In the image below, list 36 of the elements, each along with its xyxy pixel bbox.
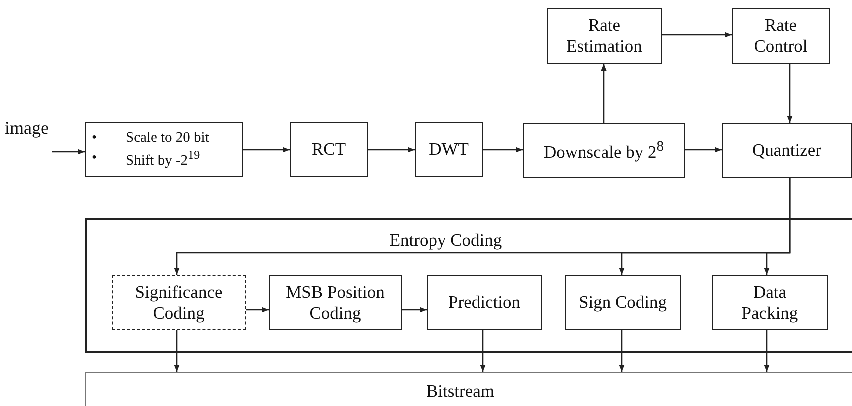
group-title: Entropy Coding (390, 230, 502, 251)
process-box: Rate Estimation (547, 8, 662, 64)
process-box: DWT (415, 122, 483, 177)
arrow (483, 147, 523, 153)
process-box (85, 122, 243, 177)
arrow (787, 64, 793, 123)
dashed-process-box: Significance Coding (112, 275, 246, 330)
group-box (85, 218, 852, 353)
process-box: RCT (290, 122, 368, 177)
arrow (368, 147, 415, 153)
arrow (402, 307, 427, 313)
arrow (764, 178, 791, 275)
arrow (480, 330, 486, 372)
arrow (243, 147, 290, 153)
bullet-text: Scale to 20 bit (126, 129, 210, 148)
arrow (601, 64, 607, 123)
process-box: MSB Position Coding (269, 275, 402, 330)
bullet-marker: • (92, 149, 98, 168)
process-box: Prediction (427, 275, 542, 330)
arrow (619, 330, 625, 372)
arrow (662, 32, 732, 38)
input-label: image (2, 118, 52, 158)
process-box: Downscale by 2$^{8}$ (523, 123, 685, 178)
process-box: Data Packing (712, 275, 828, 330)
arrow (52, 149, 85, 155)
arrow (685, 147, 722, 153)
arrow (174, 330, 180, 372)
bullet-text: Shift by -2$^{19}$ (126, 148, 202, 170)
process-box: Rate Control (732, 8, 830, 64)
output-bar (85, 372, 852, 406)
process-box: Quantizer (722, 123, 852, 178)
bullet-marker: • (92, 129, 98, 148)
arrow (764, 330, 770, 372)
arrow (246, 307, 269, 313)
group-title: Bitstream (426, 381, 495, 402)
process-box: Sign Coding (565, 275, 681, 330)
